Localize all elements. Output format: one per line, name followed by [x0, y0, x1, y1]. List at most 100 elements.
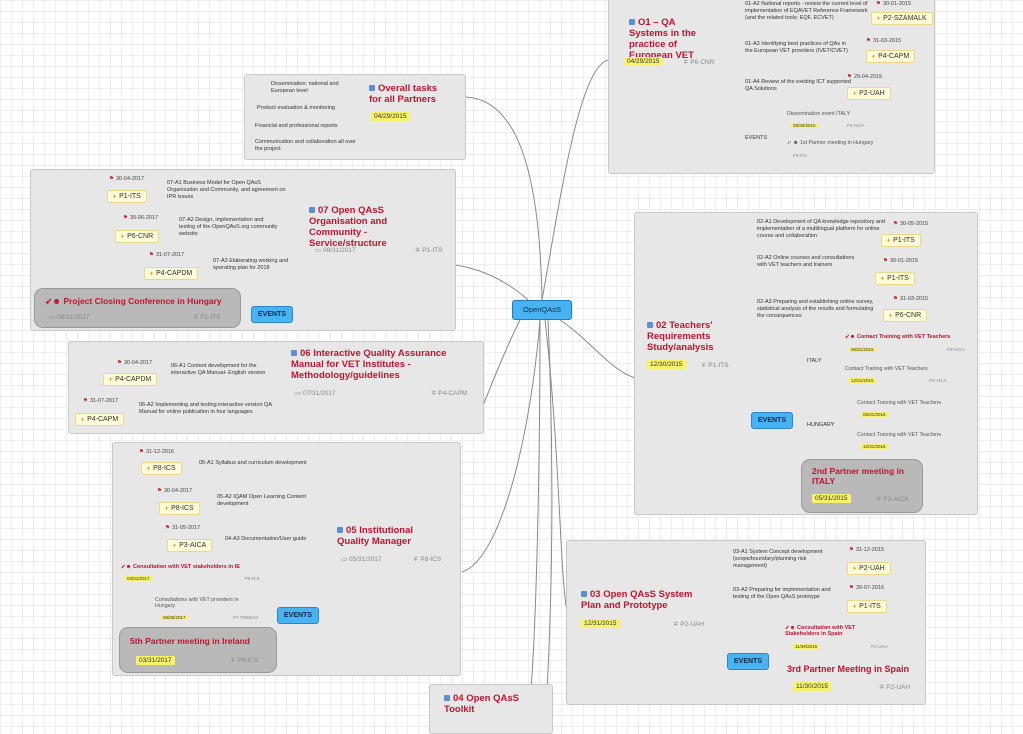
- o2-events-node[interactable]: EVENTS: [751, 412, 794, 429]
- o5-consultation2-partner: P7-TREBAG: [233, 615, 259, 620]
- o1-dissemination-event[interactable]: Dissemination event ITALY: [787, 111, 851, 117]
- o1-task-a2[interactable]: 01-A2 National reports - review the curr…: [745, 1, 868, 21]
- overall-task[interactable]: Financial and professional reports: [255, 123, 338, 129]
- o7-partner-tag: ♦P4-CAPDM: [144, 267, 199, 280]
- o3-meeting-date: 11/30/2015: [793, 682, 832, 691]
- o3-partner-tag: ♦P1-ITS: [847, 600, 887, 613]
- o6-partner-tag: ♦P4-CAPM: [75, 413, 125, 426]
- o2-panel: 02-A1 Development of QA knowledge reposi…: [634, 212, 978, 515]
- o2-date: 12/30/2015: [647, 360, 686, 369]
- o5-consultation-event[interactable]: ➶☻ Consultation with VET stakeholders in…: [121, 564, 240, 570]
- o2-training3-event[interactable]: Contact Training with VET Teachers: [857, 400, 942, 406]
- o7-task-a3[interactable]: 07-A3 Elaborating working and operating …: [213, 258, 289, 271]
- o5-task-a1[interactable]: 05-A1 Syllabus and curriculum developmen…: [199, 460, 307, 466]
- topic-note-icon: [309, 207, 315, 213]
- o5-meeting-title: 5th Partner meeting in Ireland: [130, 636, 250, 646]
- o6-title[interactable]: 06 Interactive Quality Assurance Manual …: [291, 348, 447, 381]
- o2-meeting-partner: ∓ P3-AICA: [876, 496, 909, 503]
- o5-panel: ⚑31-12-2016 ♦P8-ICS 05-A1 Syllabus and c…: [112, 442, 461, 676]
- overall-date: 04/29/2015: [371, 112, 410, 121]
- o7-conference-node[interactable]: ➶☻ Project Closing Conference in Hungary…: [34, 288, 241, 328]
- o1-events-label: EVENTS: [745, 135, 768, 141]
- o7-partner: ∓ P1-ITS: [415, 247, 443, 254]
- rocket-icon: ➶☻: [785, 625, 797, 631]
- o3-panel: 03-A1 System Concept development (scope/…: [566, 540, 926, 705]
- o3-meeting-partner: ∓ P2-UAH: [879, 684, 911, 691]
- o2-title[interactable]: 02 Teachers' Requirements Study/analysis: [647, 320, 714, 353]
- o3-deadline-flag: ⚑30-07-2016: [849, 585, 885, 591]
- o6-panel: ⚑30-04-2017 ♦P4-CAPDM 06-A1 Content deve…: [68, 341, 484, 434]
- o1-partner-tag: ♦P2-UAH: [847, 87, 891, 100]
- o5-consultation2-date: 09/30/2017: [161, 615, 188, 620]
- o6-task-a2[interactable]: 06-A2 Implementing and testing interacti…: [139, 402, 272, 415]
- o2-training2-event[interactable]: Contact Traning with VET Teachers: [845, 366, 928, 372]
- overall-title[interactable]: Overall tasks for all Partners: [369, 83, 438, 105]
- o1-deadline-flag: ⚑29-04-2015: [847, 74, 883, 80]
- o2-deadline-flag: ⚑31-03-2015: [893, 296, 929, 302]
- o3-task-a1[interactable]: 03-A1 System Concept development (scope/…: [733, 549, 823, 569]
- o7-conference-title: ➶☻ Project Closing Conference in Hungary: [45, 296, 222, 306]
- o2-partner-tag: ♦P1-ITS: [875, 272, 915, 285]
- o1-dissemination-partner: P3-AICA: [847, 123, 865, 128]
- o2-italy-label: ITALY: [807, 358, 822, 364]
- o5-deadline-flag: ⚑31-12-2016: [139, 449, 175, 455]
- o2-meeting-date: 05/31/2015: [812, 494, 851, 503]
- o5-partner-tag: ♦P8-ICS: [141, 462, 182, 475]
- o6-partner-tag: ♦P4-CAPDM: [103, 373, 158, 386]
- o5-partner-tag: ♦P8-ICS: [159, 502, 200, 515]
- o3-title[interactable]: 03 Open QAsS System Plan and Prototype: [581, 589, 693, 611]
- o2-training1-event[interactable]: ➶☻ Contact Training with VET Teachers: [845, 334, 951, 340]
- o5-meeting-node[interactable]: 5th Partner meeting in Ireland 03/31/201…: [119, 627, 277, 673]
- o2-training4-event[interactable]: Contact Training with VET Teachers: [857, 432, 942, 438]
- o3-events-node[interactable]: EVENTS: [727, 653, 770, 670]
- o6-task-a1[interactable]: 06-A1 Content development for the intera…: [171, 363, 266, 376]
- o2-partner-tag: ♦P1-ITS: [881, 234, 921, 247]
- o5-task-a2[interactable]: 05-A2 IQAM Open Learning Content develop…: [217, 494, 306, 507]
- o5-consultation2-event[interactable]: Consultations with VET providers in Hung…: [155, 597, 239, 609]
- o1-task-a3[interactable]: 01-A3 Identifying best practices of QAs …: [745, 41, 848, 54]
- o4-title[interactable]: 04 Open QAsS Toolkit: [444, 693, 519, 715]
- o7-panel: ⚑30-04-2017 ♦P1-ITS 07-A1 Business Model…: [30, 169, 456, 331]
- o2-training2-date: 12/31/2015: [849, 378, 876, 383]
- o2-task-a2[interactable]: 02-A2 Online courses and consultations w…: [757, 255, 855, 268]
- overall-task[interactable]: Product evaluation & monitoring: [257, 105, 335, 111]
- o5-title[interactable]: 05 Institutional Quality Manager: [337, 525, 414, 547]
- o3-consultation-event[interactable]: ➶☻ Consultation with VET Stakeholders in…: [785, 625, 856, 637]
- o3-partner-tag: ♦P2-UAH: [847, 562, 891, 575]
- o3-partner: ∓ P2-UAH: [673, 621, 705, 628]
- o5-events-node[interactable]: EVENTS: [277, 607, 320, 624]
- o3-task-a2[interactable]: 03-A2 Preparing for implementation and t…: [733, 587, 831, 600]
- o3-consultation-date: 11/30/2015: [793, 644, 820, 649]
- o7-partner-tag: ♦P6-CNR: [115, 230, 160, 243]
- o2-meeting-title: 2nd Partner meeting in ITALY: [812, 466, 905, 486]
- o2-training1-partner: P3-AICA: [947, 347, 965, 352]
- central-topic-node[interactable]: OpenQAsS: [512, 300, 572, 320]
- o5-partner-tag: ♦P3-AICA: [167, 539, 213, 552]
- o7-title[interactable]: 07 Open QAsS Organisation and Community …: [309, 205, 388, 249]
- overall-task[interactable]: Dissemination: national and European lev…: [271, 81, 339, 94]
- o1-dissemination-date: 05/30/2015: [791, 123, 818, 128]
- rocket-icon: ➶☻: [845, 334, 857, 340]
- o3-meeting-title[interactable]: 3rd Partner Meeting in Spain: [787, 664, 910, 674]
- topic-note-icon: [629, 19, 635, 25]
- o5-consultation-date: 03/31/2017: [125, 576, 152, 581]
- o2-task-a1[interactable]: 02-A1 Development of QA knowledge reposi…: [757, 219, 886, 239]
- o5-task-a3[interactable]: 04-A3 Documentation/User guide: [225, 536, 307, 542]
- o2-task-a3[interactable]: 02-A3 Preparing and establishing online …: [757, 299, 874, 319]
- o1-meeting-event[interactable]: ➶ ☻ 1st Partner meeting in Hungary: [787, 140, 874, 146]
- overall-task[interactable]: Communication and collaboration all over…: [255, 139, 356, 152]
- o2-meeting-node[interactable]: 2nd Partner meeting in ITALY 05/31/2015 …: [801, 459, 923, 513]
- o1-task-a4[interactable]: 01-A4 Review of the existing ICT support…: [745, 79, 851, 92]
- o1-partner-tag: ♦P2-SZAMALK: [871, 12, 933, 25]
- o7-task-a1[interactable]: 07-A1 Business Model for Open QAsS Organ…: [167, 180, 286, 200]
- o5-consultation-partner: P8-ICS: [245, 576, 260, 581]
- o2-partner-tag: ♦P6-CNR: [883, 309, 928, 322]
- o2-deadline-flag: ⚑30-01-2015: [883, 258, 919, 264]
- o2-training4-date: 12/31/2015: [861, 444, 888, 449]
- rocket-icon: ➶ ☻: [787, 140, 800, 146]
- o1-title[interactable]: O1 – QA Systems in the practice of Europ…: [629, 17, 711, 61]
- o7-task-a2[interactable]: 07-A2 Design, implementation and testing…: [179, 217, 278, 237]
- o3-deadline-flag: ⚑31-12-2015: [849, 547, 885, 553]
- overall-panel: Dissemination: national and European lev…: [244, 74, 466, 160]
- o7-events-node[interactable]: EVENTS: [251, 306, 294, 323]
